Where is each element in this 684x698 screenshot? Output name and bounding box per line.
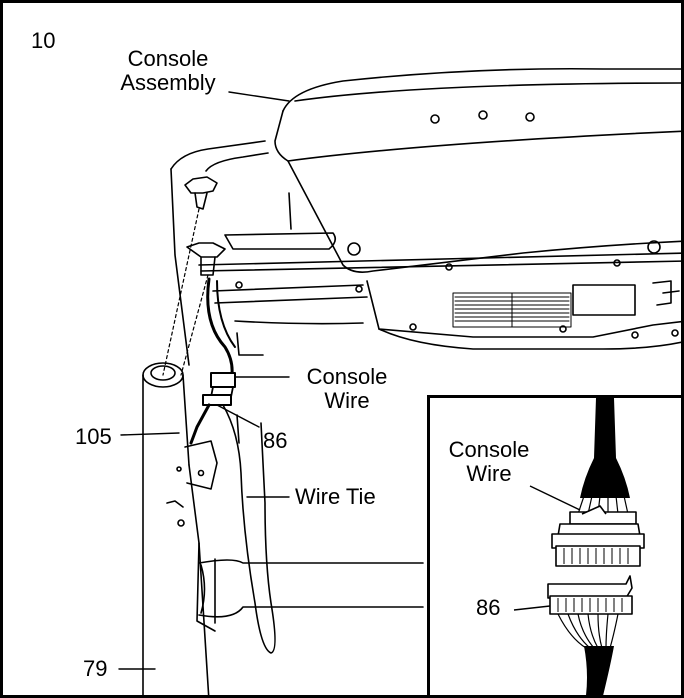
inset-console-wire-label: Console Wire [444,438,534,486]
wire-tie-label: Wire Tie [295,484,376,509]
part-79-label: 79 [83,656,108,681]
part-86-label: 86 [263,428,288,453]
console-assembly [170,67,681,366]
console-wire-harness [189,277,276,654]
connector-detail-illustration [513,398,645,695]
console-posts [184,176,226,276]
base-frame [198,559,424,618]
step-number: 10 [31,28,56,53]
part-105-label: 105 [75,424,112,449]
console-wire-label-line2: Wire [324,388,370,413]
connector-detail-inset: Console Wire 86 [427,395,681,695]
upright-105 [142,362,218,695]
inset-console-wire-label-line2: Wire [466,461,512,486]
console-assembly-label-line2: Assembly [120,70,216,95]
inset-console-wire-label-line1: Console [448,437,530,462]
treadmill-console-illustration [118,67,681,695]
console-assembly-label-line1: Console [127,46,209,71]
console-wire-label-line1: Console [306,364,388,389]
inset-part-86-label: 86 [476,595,501,620]
console-wire-label: Console Wire [291,365,403,413]
console-assembly-label: Console Assembly [103,47,233,95]
